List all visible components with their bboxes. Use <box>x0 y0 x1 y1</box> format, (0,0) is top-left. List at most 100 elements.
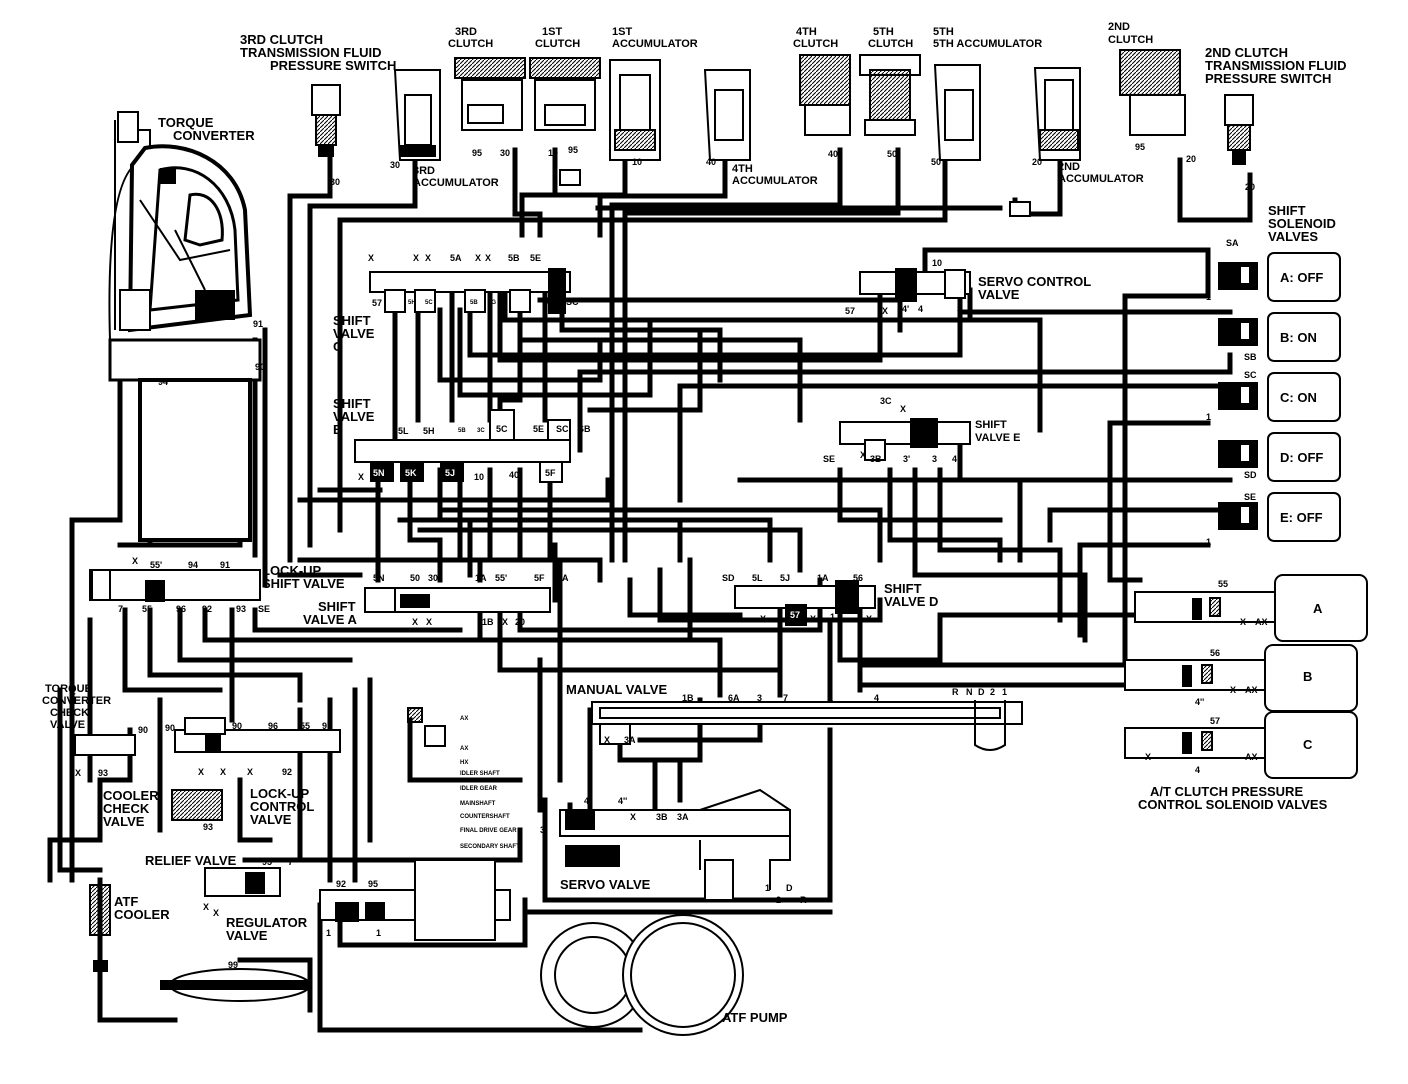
svg-text:3: 3 <box>957 304 962 314</box>
svg-text:92: 92 <box>282 767 292 777</box>
svg-text:55: 55 <box>300 721 310 731</box>
svg-text:SC: SC <box>1244 370 1257 380</box>
svg-text:SE: SE <box>823 454 835 464</box>
lockup-control-ports: 90 90 96 55 97 X X 92 X 93 <box>165 721 332 832</box>
svg-text:1: 1 <box>1206 412 1211 422</box>
svg-text:91: 91 <box>220 560 230 570</box>
svg-text:5B: 5B <box>470 300 478 306</box>
solenoid-boxes <box>1267 252 1341 542</box>
svg-text:1A: 1A <box>817 573 829 583</box>
relief-valve-label: RELIEF VALVE <box>145 853 237 868</box>
atf-pump-label: ATF PUMP <box>722 1010 788 1025</box>
svg-text:94: 94 <box>158 377 168 387</box>
svg-text:2: 2 <box>990 687 995 697</box>
svg-text:5F: 5F <box>534 573 545 583</box>
svg-text:3': 3' <box>903 454 910 464</box>
svg-text:4: 4 <box>545 297 550 307</box>
shift-valve-c-ports: X X X 5A X X 5B 5E 57 5H 5C 5B 5G 4 SC <box>368 253 579 308</box>
svg-text:5J: 5J <box>445 468 455 478</box>
svg-text:3C: 3C <box>880 396 892 406</box>
svg-text:A: A <box>1313 601 1323 616</box>
svg-text:X: X <box>358 472 364 482</box>
shift-valve-e-ports: 3C X SE X 3B 3' 3 4 <box>823 396 957 464</box>
svg-text:5G: 5G <box>488 300 496 306</box>
svg-text:SC: SC <box>566 297 579 307</box>
solenoid-port-labels: SA SB SC SD SE 1 1 1 <box>1206 238 1257 547</box>
svg-text:5F: 5F <box>545 468 556 478</box>
shift-valve-d <box>734 580 876 626</box>
tc-check-ports: 90 X 93 <box>75 725 148 778</box>
svg-text:10: 10 <box>474 472 484 482</box>
clutch-pressure-ports: 55 56 57 AX X AX X AX X 4'' 4 <box>1145 579 1268 775</box>
svg-text:5H: 5H <box>408 300 416 306</box>
shift-solenoids <box>1218 262 1258 530</box>
svg-text:X: X <box>220 767 226 777</box>
svg-text:91: 91 <box>253 319 263 329</box>
svg-text:4'': 4'' <box>1195 697 1204 707</box>
svg-text:57: 57 <box>372 298 382 308</box>
svg-text:20: 20 <box>1186 154 1196 164</box>
svg-text:95: 95 <box>472 148 482 158</box>
svg-text:96: 96 <box>176 604 186 614</box>
svg-text:10: 10 <box>632 157 642 167</box>
svg-text:55': 55' <box>150 560 162 570</box>
svg-text:HX: HX <box>460 760 468 766</box>
svg-text:X: X <box>247 767 253 777</box>
svg-text:20: 20 <box>515 617 525 627</box>
svg-text:30: 30 <box>500 148 510 158</box>
svg-text:X: X <box>860 450 866 460</box>
cooler-check-valve <box>171 789 223 821</box>
svg-text:30: 30 <box>330 177 340 187</box>
svg-text:7: 7 <box>118 604 123 614</box>
relief-valve <box>204 867 281 897</box>
solenoid-d-label: D: OFF <box>1280 450 1323 465</box>
svg-text:1F: 1F <box>880 298 887 304</box>
svg-text:1A: 1A <box>475 573 487 583</box>
shift-valve-b <box>354 409 571 483</box>
svg-text:50: 50 <box>887 149 897 159</box>
svg-text:D: D <box>786 883 793 893</box>
svg-text:55: 55 <box>142 604 152 614</box>
svg-text:4': 4' <box>902 304 909 314</box>
svg-text:2: 2 <box>776 895 781 905</box>
svg-text:X: X <box>413 253 419 263</box>
shift-valve-c <box>369 268 571 314</box>
svg-text:10: 10 <box>548 148 558 158</box>
svg-text:90: 90 <box>232 721 242 731</box>
svg-text:R: R <box>800 895 807 905</box>
svg-text:D: D <box>978 687 985 697</box>
svg-text:6A: 6A <box>728 693 740 703</box>
svg-text:56: 56 <box>1210 648 1220 658</box>
svg-text:4': 4' <box>584 796 591 806</box>
svg-text:3A: 3A <box>677 812 689 822</box>
regulator-valve <box>319 859 511 941</box>
shaft-labels: AX AX HX IDLER SHAFT IDLER GEAR MAINSHAF… <box>460 716 520 850</box>
svg-text:10: 10 <box>932 258 942 268</box>
svg-text:5K: 5K <box>405 468 417 478</box>
svg-text:3: 3 <box>757 693 762 703</box>
svg-text:R: R <box>952 687 959 697</box>
svg-text:5E: 5E <box>533 424 544 434</box>
top-port-labels: 30 30 95 30 10 95 10 40 40 50 50 20 95 2… <box>158 142 1255 387</box>
svg-text:30: 30 <box>390 160 400 170</box>
svg-text:3A: 3A <box>624 735 636 745</box>
svg-text:5C: 5C <box>425 300 433 306</box>
svg-text:5H: 5H <box>423 426 435 436</box>
svg-text:C: C <box>1303 737 1313 752</box>
svg-text:4: 4 <box>952 454 957 464</box>
svg-text:IDLER SHAFT: IDLER SHAFT <box>460 771 500 777</box>
svg-text:20: 20 <box>1032 157 1042 167</box>
servo-valve <box>559 788 791 901</box>
